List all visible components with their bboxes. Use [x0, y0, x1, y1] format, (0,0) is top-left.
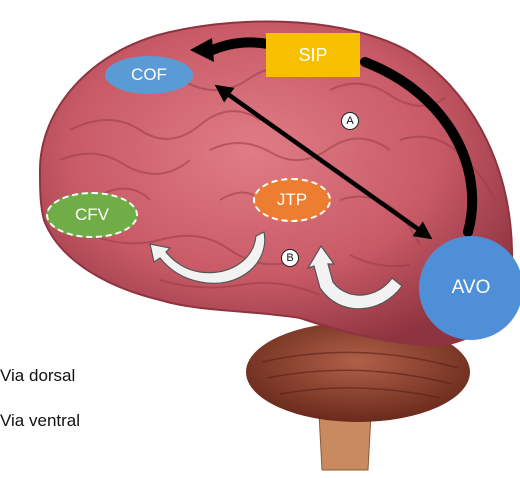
- sip-label: SIP: [266, 33, 360, 77]
- marker-b: B: [281, 249, 299, 267]
- cof-label: COF: [105, 56, 193, 94]
- cfv-label: CFV: [46, 192, 138, 238]
- legend-dorsal: Via dorsal: [0, 366, 75, 386]
- marker-a: A: [341, 112, 359, 130]
- legend-ventral: Via ventral: [0, 411, 80, 431]
- jtp-label: JTP: [253, 178, 331, 222]
- avo-label: AVO: [419, 236, 520, 340]
